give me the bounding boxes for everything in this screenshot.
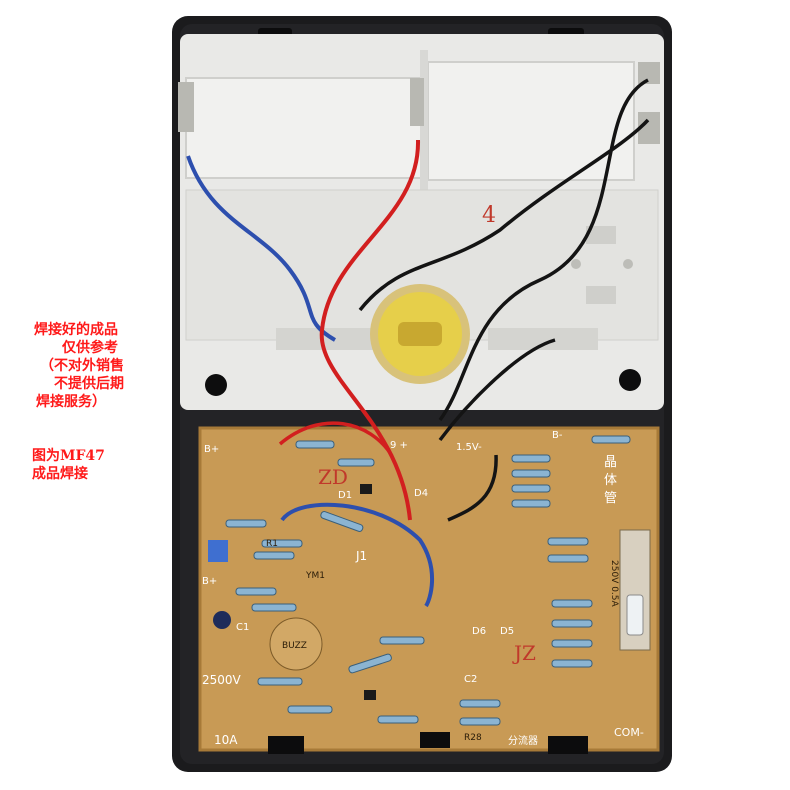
screw-post-left [205,374,227,396]
buzzer [269,617,323,671]
wire-black [358,118,650,312]
resistor [459,699,501,708]
label-d5: D5 [500,626,514,637]
resistor [591,435,631,444]
transistor [364,690,376,700]
label-r28: R28 [464,733,482,743]
battery-terminal-right-2 [638,112,660,144]
label-transistor-3: 管 [604,491,617,506]
resistor [511,454,551,463]
bottom-clip-right [548,736,588,754]
resistor [251,603,297,612]
tray-bottom-ridge-right [488,328,598,350]
note-line-2: 仅供参考 [62,340,118,356]
resistor [377,715,419,724]
screw-post-right [619,369,641,391]
label-transistor-2: 体 [604,473,617,488]
label-zd: ZD [318,465,348,489]
label-d1: D1 [338,490,352,501]
label-j1: J1 [355,549,367,563]
label-red-mark: 4 [482,203,496,228]
battery-terminal-left [178,82,194,132]
note-line-6: 图为MF47 [32,448,105,464]
label-b-plus-top: B+ [204,444,219,455]
pcb-board [200,428,658,750]
label-2500v: 2500V [202,673,242,687]
label-d6: D6 [472,626,486,637]
socket-1 [586,226,616,244]
trim-pot [208,540,228,562]
resistor [551,659,593,668]
label-one-five-v: 1.5V- [456,442,482,453]
label-b-plus-left: B+ [202,576,217,587]
label-fuse-rating: 250V 0.5A [609,560,619,608]
note-line-1: 焊接好的成品 [34,322,118,338]
resistor [295,440,335,449]
label-shunt: 分流器 [508,734,538,747]
note-line-5: 焊接服务） [36,394,106,410]
label-r1: R1 [266,539,278,549]
label-c2: C2 [464,674,477,685]
resistor [551,619,593,628]
resistor [379,636,425,645]
resistor [547,537,589,546]
bottom-clip-left [268,736,304,754]
wire-red-pcb [278,421,394,457]
resistor [235,587,277,596]
battery-compartment-left [185,77,423,179]
resistor [253,551,295,560]
note-line-4: 不提供后期 [54,376,124,392]
resistor [511,484,551,493]
resistor [225,519,267,528]
resistor [320,511,364,532]
fuse-glass [626,594,644,636]
note-line-7: 成品焊接 [32,466,88,482]
transistor [360,484,372,494]
label-buzz: BUZZ [282,641,307,651]
resistor [511,469,551,478]
resistor [261,539,303,548]
note-line-3: （不对外销售 [40,358,124,374]
label-c1: C1 [236,622,249,633]
label-ym1: YM1 [305,571,325,581]
resistor [547,554,589,563]
wire-blue-pcb [280,502,435,608]
socket-hole-1 [571,259,581,269]
resistor [511,499,551,508]
bottom-clip-mid [420,732,450,748]
resistor [551,599,593,608]
wire-black-3 [438,338,556,442]
resistor [551,639,593,648]
wire-black-2 [438,78,649,422]
label-transistor-1: 晶 [604,455,617,470]
label-d4: D4 [414,488,428,499]
socket-hole-2 [623,259,633,269]
resistor [337,458,375,467]
resistor [257,677,303,686]
rotary-switch-shaft [398,322,442,346]
socket-2 [586,286,616,304]
resistor-group [225,435,631,726]
wire-red [319,139,421,521]
wire-blue [186,155,336,342]
pcb-board-edge [198,426,660,752]
battery-terminal-right-1 [638,62,660,84]
resistor [287,705,333,714]
capacitor [213,611,231,629]
wire-black-pcb [447,454,498,522]
label-10a: 10A [214,733,238,747]
battery-terminal-mid [410,78,424,126]
label-com: COM- [614,726,644,739]
label-nine-plus: 9 + [390,440,408,451]
label-b-minus: B- [552,430,563,441]
resistor [459,717,501,726]
resistor [348,653,392,674]
label-jz: JZ [512,641,536,665]
battery-compartment-right [427,61,635,181]
